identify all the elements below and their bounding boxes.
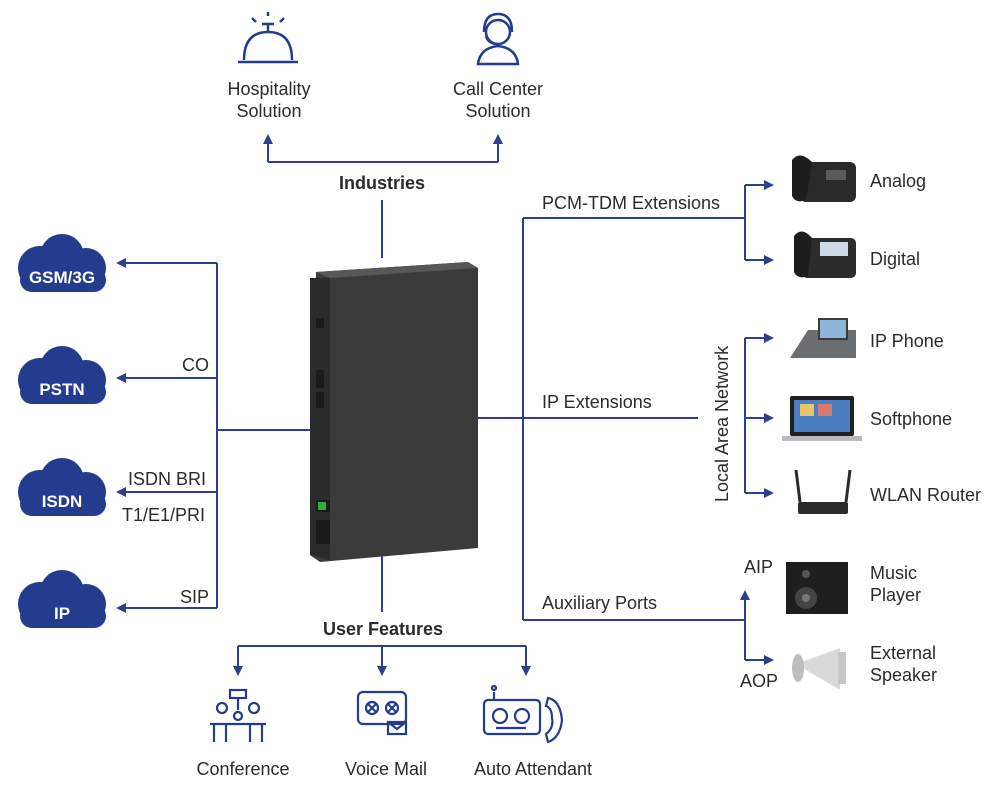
cloud-isdn-label: ISDN: [41, 492, 83, 511]
cloud-gsm-label: GSM/3G: [28, 268, 96, 287]
link-sip-label: SIP: [180, 587, 210, 607]
link-t1e1pri-label: T1/E1/PRI: [122, 505, 206, 525]
cloud-shapes: [18, 234, 106, 628]
cloud-ip-label: IP: [53, 604, 71, 623]
headset-agent-icon: [476, 12, 520, 66]
cloud-ip-shape: [18, 570, 106, 628]
ip-phone-image: [790, 318, 856, 358]
link-co-label: CO: [182, 355, 209, 375]
link-isdn-bri-label: ISDN BRI: [128, 469, 207, 489]
music-speaker-image: [786, 562, 848, 614]
voice-mail-label: Voice Mail: [344, 759, 428, 779]
wlan-router-image: [794, 469, 852, 514]
pbx-device: [310, 262, 478, 562]
auxiliary-ports-title: Auxiliary Ports: [542, 593, 658, 613]
voicemail-icon: [356, 690, 408, 736]
auto-attendant-label: Auto Attendant: [473, 759, 593, 779]
cloud-pstn-shape: [18, 346, 106, 404]
aip-label: AIP: [744, 557, 774, 577]
aop-label: AOP: [740, 671, 779, 691]
ip-phone-label: IP Phone: [870, 331, 944, 351]
horn-speaker-image: [792, 648, 846, 690]
cloud-pstn-label: PSTN: [39, 380, 85, 399]
conference-icon: [210, 688, 266, 742]
auto-attendant-icon: [482, 684, 564, 744]
pcm-tdm-title: PCM-TDM Extensions: [542, 193, 721, 213]
music-player-label: Music Player: [870, 563, 922, 605]
conference-label: Conference: [196, 759, 290, 779]
analog-label: Analog: [870, 171, 927, 191]
call-center-label: Call Center Solution: [452, 79, 544, 121]
wlan-router-label: WLAN Router: [870, 485, 982, 505]
analog-phone-image: [792, 155, 856, 202]
digital-phone-image: [794, 231, 856, 278]
ip-extensions-title: IP Extensions: [542, 392, 652, 412]
user-features-title: User Features: [322, 619, 444, 639]
digital-label: Digital: [870, 249, 921, 269]
softphone-laptop-image: [782, 396, 862, 441]
industries-title: Industries: [338, 173, 426, 193]
external-speaker-label: External Speaker: [870, 643, 938, 685]
hospitality-label: Hospitality Solution: [227, 79, 311, 121]
lan-label: Local Area Network: [712, 345, 732, 502]
cloud-gsm-shape: [18, 234, 106, 292]
cloud-isdn-shape: [18, 458, 106, 516]
softphone-label: Softphone: [870, 409, 953, 429]
service-bell-icon: [238, 12, 298, 64]
